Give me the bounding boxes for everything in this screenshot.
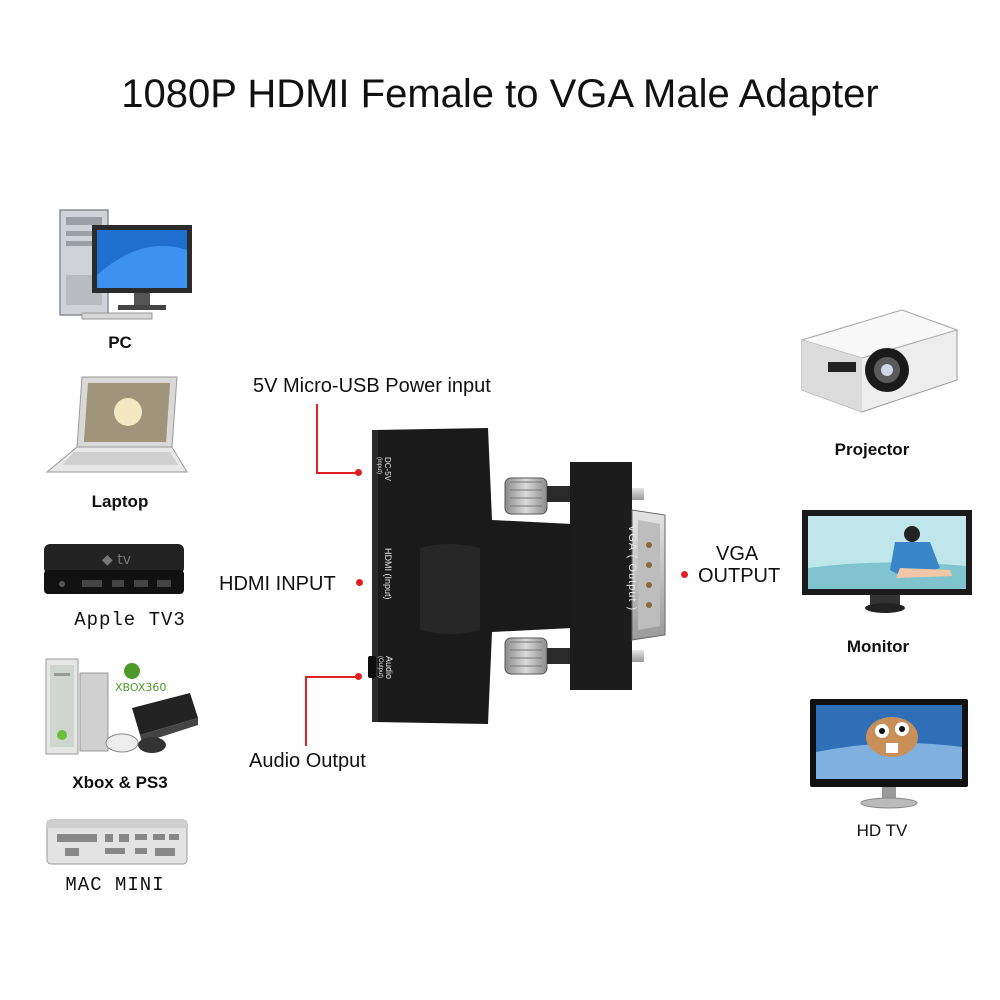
game-console-icon: XBOX360 xyxy=(45,658,198,755)
marking-vga-output: VGA ( Output ) xyxy=(626,525,638,612)
callout-vga-line1: VGA xyxy=(716,543,759,565)
marking-dc-5v: DC-5V xyxy=(383,457,392,482)
laptop-icon xyxy=(45,376,188,473)
marking-hdmi-input: HDMI (Input) xyxy=(383,548,393,600)
xbox-logo-text: XBOX360 xyxy=(115,681,166,694)
device-label-pc: PC xyxy=(108,333,132,352)
callout-vga-line2: OUTPUT xyxy=(698,565,781,587)
marking-dc-input: (input) xyxy=(376,457,382,475)
callout-dot-hdmi xyxy=(356,579,363,586)
svg-text:◆ tv: ◆ tv xyxy=(102,552,131,568)
device-label-projector: Projector xyxy=(834,440,910,459)
tv-icon xyxy=(810,699,968,809)
callout-dot-vga xyxy=(681,571,688,578)
device-label-mac-mini: MAC MINI xyxy=(65,874,165,896)
monitor-icon xyxy=(802,510,972,613)
device-label-hd-tv: HD TV xyxy=(856,821,908,840)
mac-mini-icon xyxy=(46,819,188,865)
callout-power-input: 5V Micro-USB Power input xyxy=(253,375,491,397)
device-label-xbox-ps3: Xbox & PS3 xyxy=(72,773,168,792)
callout-line-audio-h xyxy=(305,676,357,678)
callout-line-power-h xyxy=(316,472,356,474)
projector-icon xyxy=(800,309,959,413)
pc-icon xyxy=(59,209,192,320)
callout-dot-power xyxy=(355,469,362,476)
marking-audio: Audio xyxy=(384,656,394,680)
device-label-laptop: Laptop xyxy=(91,492,149,511)
marking-audio-output: (Output) xyxy=(377,656,383,679)
callout-line-power-v xyxy=(316,404,318,474)
callout-hdmi-input: HDMI INPUT xyxy=(219,573,336,595)
adapter-image xyxy=(368,428,666,724)
page-title: 1080P HDMI Female to VGA Male Adapter xyxy=(121,72,879,116)
device-label-apple-tv: Apple TV3 xyxy=(74,609,186,631)
callout-line-audio-v xyxy=(305,676,307,746)
apple-tv-icon: ◆ tv xyxy=(44,544,184,594)
callout-audio-output: Audio Output xyxy=(249,750,366,772)
device-label-monitor: Monitor xyxy=(846,637,910,656)
callout-dot-audio xyxy=(355,673,362,680)
